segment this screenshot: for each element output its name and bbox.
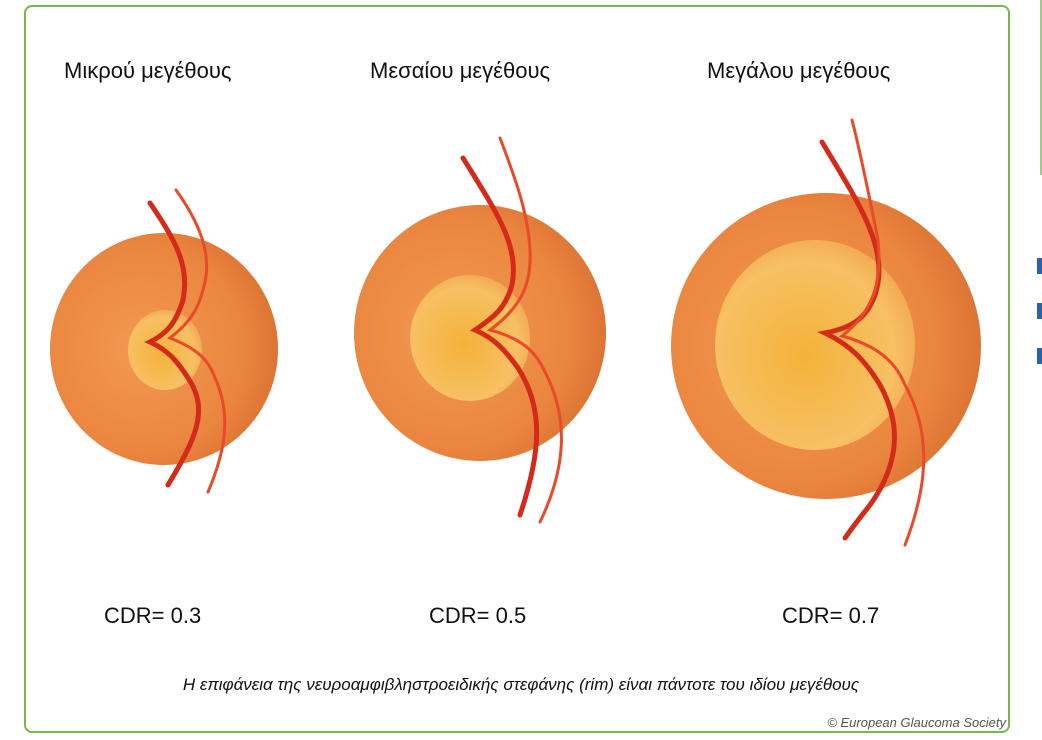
medium-disc-group <box>354 138 606 522</box>
figure-caption: Η επιφάνεια της νευροαμφιβληστροειδικής … <box>0 675 1042 695</box>
cdr-small: CDR= 0.3 <box>104 603 201 629</box>
cdr-medium: CDR= 0.5 <box>429 603 526 629</box>
cdr-large: CDR= 0.7 <box>782 603 879 629</box>
copyright-notice: © European Glaucoma Society <box>827 715 1006 730</box>
small-disc-group <box>50 190 278 492</box>
large-disc-group <box>671 120 981 545</box>
large-disc-cup <box>715 240 915 450</box>
